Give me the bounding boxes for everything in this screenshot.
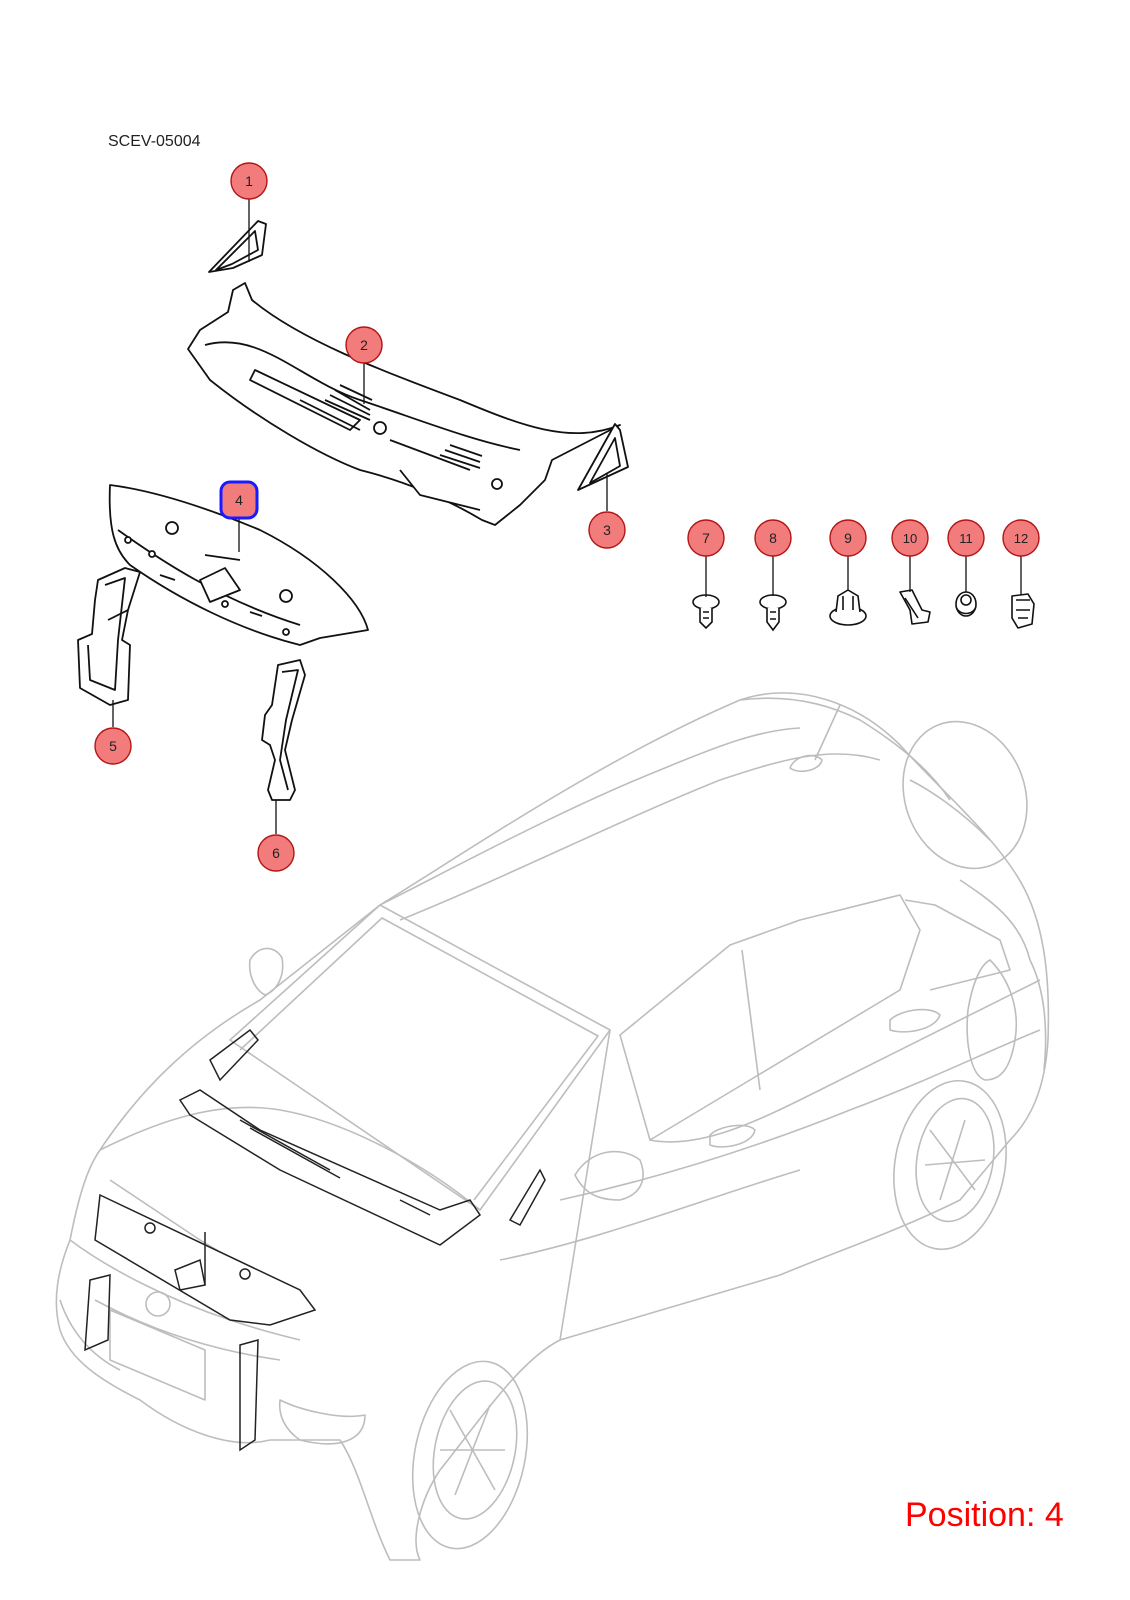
part-grommet-9 [829, 589, 867, 626]
callout-2[interactable]: 2 [345, 326, 383, 364]
callout-12[interactable]: 12 [1002, 519, 1040, 557]
callout-label: 12 [1014, 531, 1028, 546]
callout-label: 10 [903, 531, 917, 546]
callout-label: 8 [769, 530, 777, 546]
callout-6[interactable]: 6 [257, 834, 295, 872]
callout-label: 4 [235, 492, 243, 508]
callout-8[interactable]: 8 [754, 519, 792, 557]
part-radiator-upper-cover [108, 484, 369, 646]
part-a-pillar-trim-right [577, 423, 629, 491]
callout-label: 5 [109, 738, 117, 754]
callout-label: 9 [844, 530, 852, 546]
callout-7[interactable]: 7 [687, 519, 725, 557]
diagram-code: SCEV-05004 [108, 133, 201, 150]
callout-label: 6 [272, 845, 280, 861]
position-label: Position: 4 [905, 1496, 1064, 1534]
part-a-pillar-trim-left [208, 220, 267, 273]
callout-label: 2 [360, 337, 368, 353]
installed-parts [84, 1028, 546, 1452]
part-radiator-side-bracket-left [77, 567, 141, 706]
callout-4-selected[interactable]: 4 [219, 480, 259, 520]
part-retainer-clip-10 [899, 589, 931, 625]
callout-9[interactable]: 9 [829, 519, 867, 557]
vehicle-outline [55, 692, 1050, 1561]
callout-label: 1 [245, 173, 253, 189]
callout-label: 7 [702, 530, 710, 546]
part-push-clip-7 [692, 594, 720, 630]
part-nut-11 [955, 591, 977, 617]
part-radiator-side-bracket-right [261, 659, 306, 801]
part-spring-clip-12 [1011, 593, 1035, 629]
part-cowl-top-panel [187, 282, 621, 526]
callout-3[interactable]: 3 [588, 511, 626, 549]
callout-5[interactable]: 5 [94, 727, 132, 765]
callout-10[interactable]: 10 [891, 519, 929, 557]
callout-label: 3 [603, 522, 611, 538]
callout-1[interactable]: 1 [230, 162, 268, 200]
callout-11[interactable]: 11 [947, 519, 985, 557]
part-push-clip-8 [759, 594, 787, 632]
callout-label: 11 [959, 531, 973, 546]
leader-lines [112, 199, 1022, 834]
